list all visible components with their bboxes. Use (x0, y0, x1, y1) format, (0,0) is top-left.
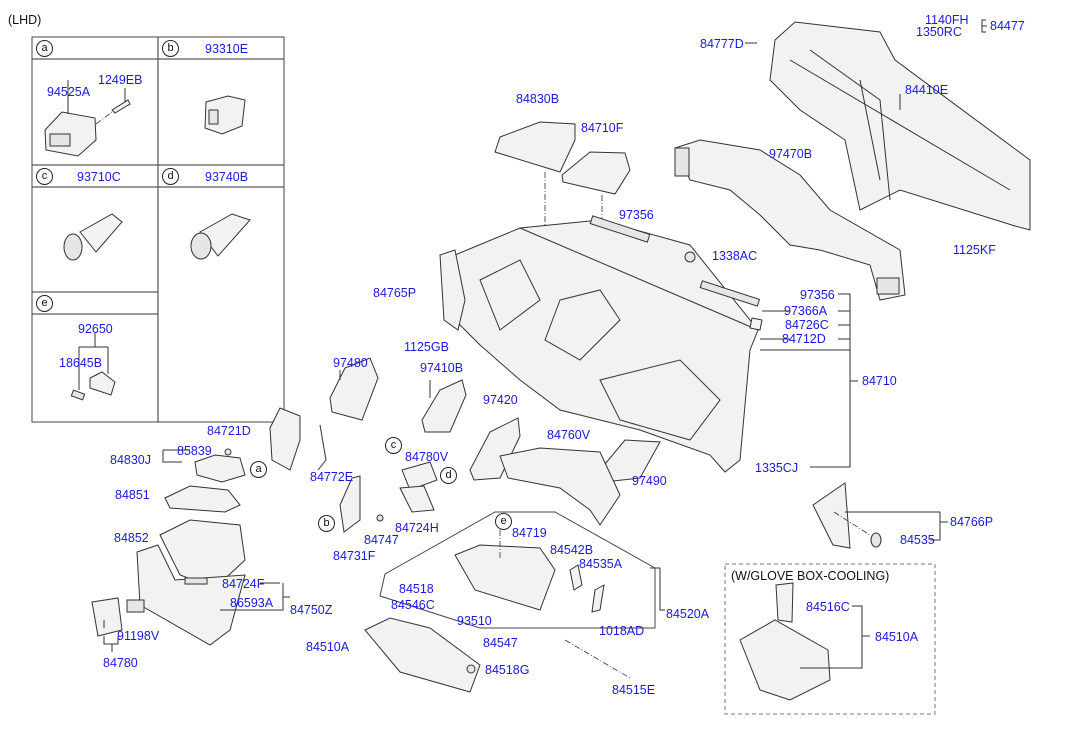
part-label-84518G[interactable]: 84518G (485, 663, 530, 677)
part-label-18645B[interactable]: 18645B (59, 356, 103, 370)
part-label-92650[interactable]: 92650 (78, 322, 113, 336)
part-label-84724F[interactable]: 84724F (222, 577, 265, 591)
part-label-84780V[interactable]: 84780V (405, 450, 449, 464)
switch-93710C-drawing (63, 213, 123, 261)
option-group-title: (W/GLOVE BOX-COOLING) (731, 569, 890, 583)
part-label-84724H[interactable]: 84724H (395, 521, 439, 535)
part-label-84516C[interactable]: 84516C (806, 600, 850, 614)
part-label-84477[interactable]: 84477 (990, 19, 1025, 33)
cooling-option-drawing (724, 563, 936, 715)
part-label-84712D[interactable]: 84712D (782, 332, 826, 346)
callout-b: b (318, 515, 335, 532)
callout-a: a (250, 461, 267, 478)
part-label-85839[interactable]: 85839 (177, 444, 212, 458)
part-label-84777D[interactable]: 84777D (700, 37, 744, 51)
part-label-84851[interactable]: 84851 (115, 488, 150, 502)
part-label-1125GB[interactable]: 1125GB (404, 340, 449, 354)
part-label-84515E[interactable]: 84515E (612, 683, 656, 697)
part-label-97366A[interactable]: 97366A (784, 304, 828, 318)
side-cover-84766P-drawing (812, 482, 882, 549)
part-label-91198V[interactable]: 91198V (117, 629, 160, 643)
part-label-86593A[interactable]: 86593A (230, 596, 274, 610)
part-label-84765P[interactable]: 84765P (373, 286, 417, 300)
part-label-84518[interactable]: 84518 (399, 582, 434, 596)
part-label-1249EB[interactable]: 1249EB (98, 73, 143, 87)
part-label-84780[interactable]: 84780 (103, 656, 138, 670)
part-label-84542B[interactable]: 84542B (550, 543, 594, 557)
part-label-97470B[interactable]: 97470B (769, 147, 813, 161)
legend-grid (31, 36, 285, 423)
part-label-1335CJ[interactable]: 1335CJ (755, 461, 799, 475)
part-label-1140FH[interactable]: 1140FH (925, 13, 969, 27)
crossmember-84410E-drawing (769, 21, 1031, 231)
covers-drawing (494, 121, 631, 300)
part-label-1125KF[interactable]: 1125KF (953, 243, 996, 257)
legend-key-a: a (36, 40, 53, 57)
part-label-97480[interactable]: 97480 (333, 356, 368, 370)
part-label-84766P[interactable]: 84766P (950, 515, 994, 529)
part-label-93310E[interactable]: 93310E (205, 42, 249, 56)
callout-d: d (440, 467, 457, 484)
part-label-84852[interactable]: 84852 (114, 531, 149, 545)
switch-94525A-drawing (44, 80, 131, 157)
legend-key-e: e (36, 295, 53, 312)
variant-label: (LHD) (8, 13, 42, 27)
part-label-97356-top[interactable]: 97356 (619, 208, 654, 222)
switch-93740B-drawing (190, 213, 251, 260)
part-label-97356-right[interactable]: 97356 (800, 288, 835, 302)
part-label-84547[interactable]: 84547 (483, 636, 518, 650)
part-label-1350RC[interactable]: 1350RC (916, 25, 962, 39)
glove-box-group-drawing (364, 511, 656, 693)
part-label-97490[interactable]: 97490 (632, 474, 667, 488)
part-label-84760V[interactable]: 84760V (547, 428, 591, 442)
part-label-84772E[interactable]: 84772E (310, 470, 354, 484)
lamp-92650-drawing (70, 333, 116, 401)
duct-97470B-drawing (674, 139, 906, 301)
part-label-97410B[interactable]: 97410B (420, 361, 464, 375)
part-label-94525A[interactable]: 94525A (47, 85, 91, 99)
part-label-84535[interactable]: 84535 (900, 533, 935, 547)
part-label-84410E[interactable]: 84410E (905, 83, 949, 97)
part-label-84726C[interactable]: 84726C (785, 318, 829, 332)
part-label-93710C[interactable]: 93710C (77, 170, 121, 184)
column-covers-drawing (91, 448, 246, 646)
part-label-84731F[interactable]: 84731F (333, 549, 376, 563)
part-label-97420[interactable]: 97420 (483, 393, 518, 407)
callout-c: c (385, 437, 402, 454)
part-label-84510A[interactable]: 84510A (306, 640, 350, 654)
part-label-84830J[interactable]: 84830J (110, 453, 152, 467)
part-label-1338AC[interactable]: 1338AC (712, 249, 758, 263)
part-label-84721D[interactable]: 84721D (207, 424, 251, 438)
part-label-93740B[interactable]: 93740B (205, 170, 249, 184)
switch-93310E-drawing (204, 95, 246, 135)
legend-key-b: b (162, 40, 179, 57)
callout-e: e (495, 513, 512, 530)
leader-lines (103, 19, 987, 669)
legend-key-d: d (162, 168, 179, 185)
vent-parts-drawing (269, 357, 661, 533)
part-label-84719[interactable]: 84719 (512, 526, 547, 540)
part-label-93510[interactable]: 93510 (457, 614, 492, 628)
part-label-84747[interactable]: 84747 (364, 533, 399, 547)
part-label-84750Z[interactable]: 84750Z (290, 603, 333, 617)
dashboard-84710-drawing (439, 215, 763, 473)
legend-key-c: c (36, 168, 53, 185)
part-label-84535A[interactable]: 84535A (579, 557, 623, 571)
part-label-84830B[interactable]: 84830B (516, 92, 560, 106)
part-label-84710F[interactable]: 84710F (581, 121, 624, 135)
part-label-84546C[interactable]: 84546C (391, 598, 435, 612)
part-label-84520A[interactable]: 84520A (666, 607, 710, 621)
part-label-84710[interactable]: 84710 (862, 374, 897, 388)
part-label-84510A-cooling[interactable]: 84510A (875, 630, 919, 644)
part-label-1018AD[interactable]: 1018AD (599, 624, 645, 638)
